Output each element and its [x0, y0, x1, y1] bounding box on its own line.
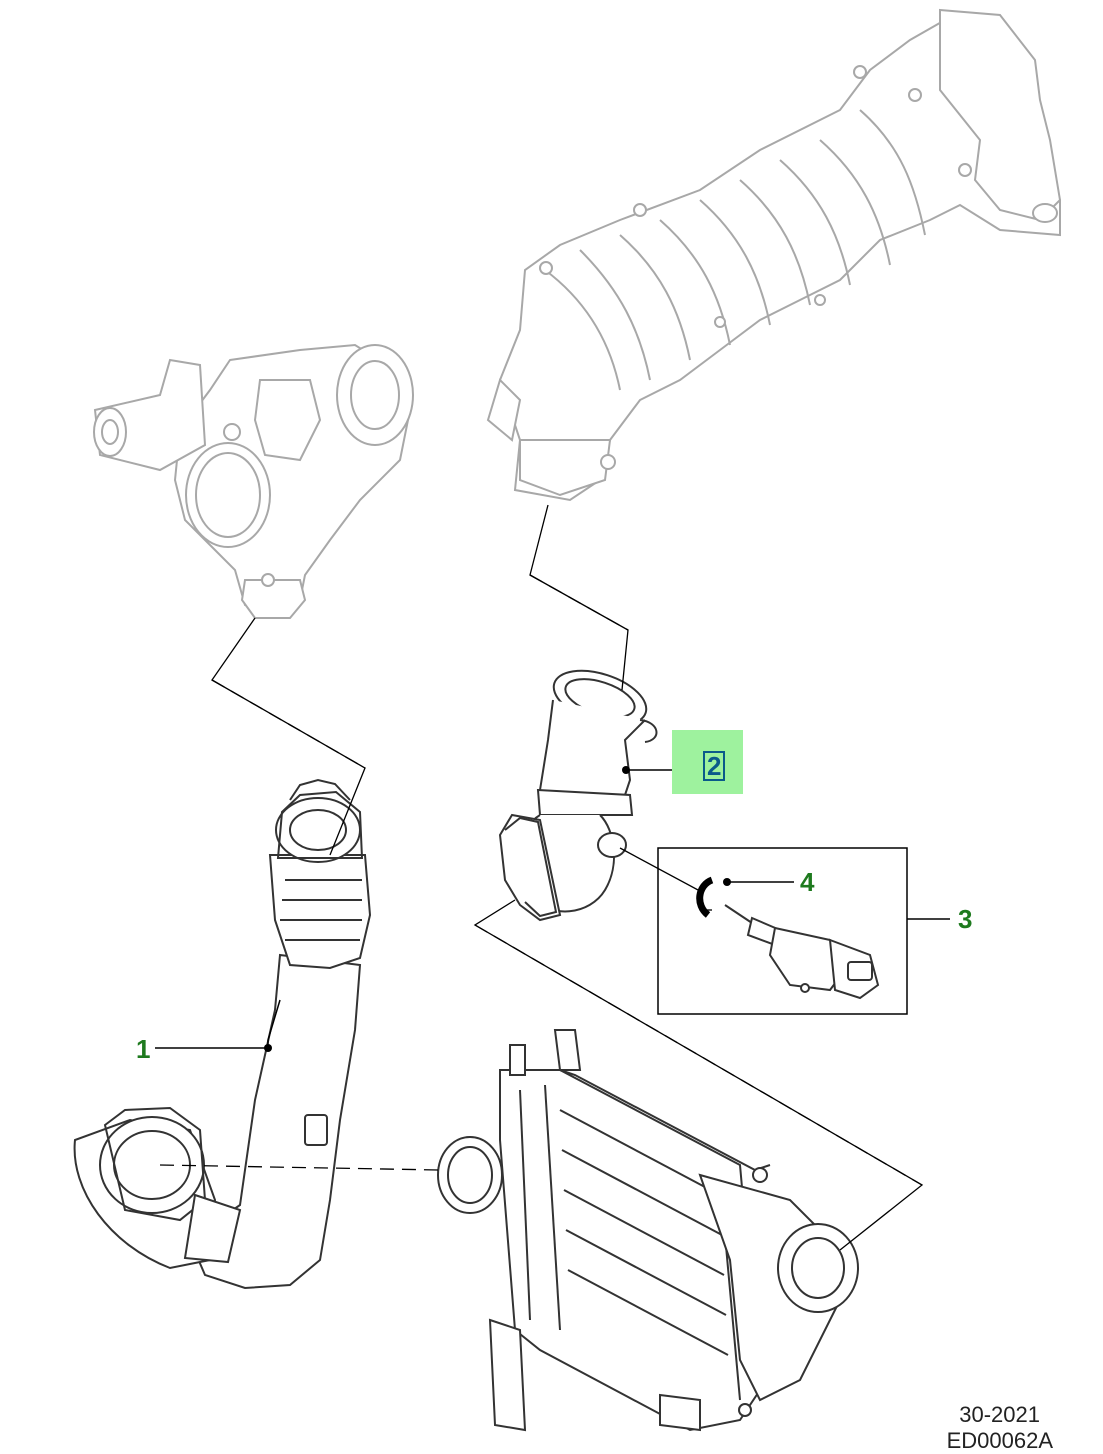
footer-date-code: 30-2021: [959, 1402, 1040, 1427]
callout-3[interactable]: 3: [958, 904, 973, 934]
connection-lines: [159, 504, 924, 1251]
sensor-assembly: [696, 876, 880, 1000]
turbocharger: [93, 343, 414, 619]
detail-box: [657, 847, 908, 1015]
intake-pipe: [498, 669, 658, 922]
intake-manifold: [486, 8, 1062, 502]
charge-air-hose: [73, 778, 372, 1290]
o-ring-shape: [696, 876, 714, 918]
selection-highlight: [672, 730, 743, 794]
callout-dots: [264, 766, 731, 1052]
callout-1[interactable]: 1: [136, 1034, 151, 1064]
callout-4[interactable]: 4: [800, 867, 815, 897]
intercooler: [437, 1029, 859, 1432]
callout-2[interactable]: 2: [703, 751, 726, 781]
footer-figure-code: ED00062A: [946, 1428, 1053, 1453]
